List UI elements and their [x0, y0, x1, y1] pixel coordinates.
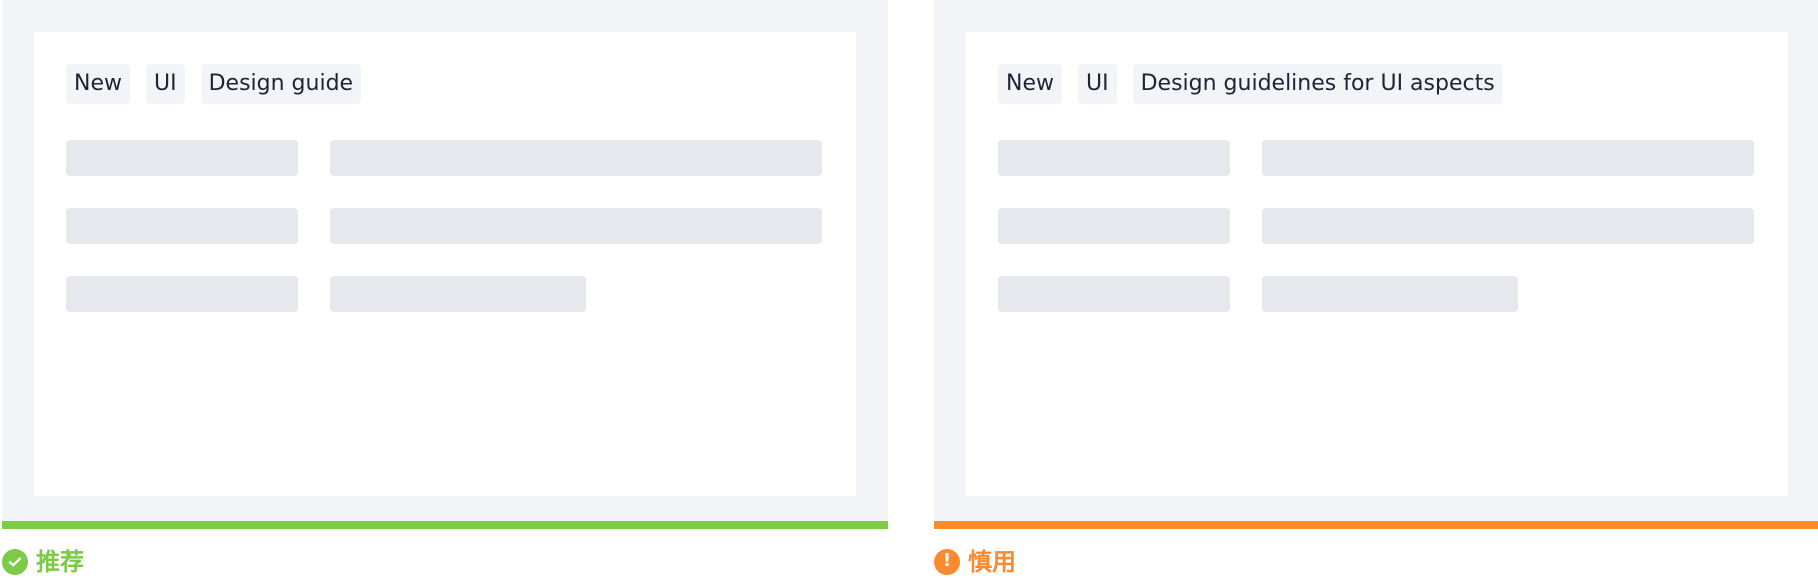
skeleton-value-placeholder — [1262, 208, 1754, 244]
tag-design-guide[interactable]: Design guide — [200, 64, 362, 104]
recommended-verdict: 推荐 — [2, 547, 84, 577]
skeleton-label-placeholder — [998, 276, 1230, 312]
recommended-label: 推荐 — [36, 548, 84, 576]
skeleton-label-placeholder — [998, 208, 1230, 244]
check-circle-icon — [2, 549, 28, 575]
tag-design-guidelines[interactable]: Design guidelines for UI aspects — [1132, 64, 1503, 104]
caution-example: New UI Design guidelines for UI aspects … — [934, 0, 1818, 578]
tag-ui[interactable]: UI — [146, 64, 185, 104]
caution-status-bar — [934, 521, 1818, 529]
skeleton-label-placeholder — [998, 140, 1230, 176]
tag-new[interactable]: New — [998, 64, 1062, 104]
caution-card: New UI Design guidelines for UI aspects — [966, 32, 1788, 496]
recommended-example: New UI Design guide 推荐 — [2, 0, 888, 578]
recommended-status-bar — [2, 521, 888, 529]
skeleton-value-placeholder — [330, 140, 822, 176]
tag-ui[interactable]: UI — [1078, 64, 1117, 104]
caution-tag-row: New UI Design guidelines for UI aspects — [998, 64, 1503, 104]
skeleton-value-placeholder — [1262, 140, 1754, 176]
recommended-frame: New UI Design guide — [2, 0, 888, 521]
tag-new[interactable]: New — [66, 64, 130, 104]
skeleton-short-value-placeholder — [330, 276, 586, 312]
skeleton-short-value-placeholder — [1262, 276, 1518, 312]
caution-frame: New UI Design guidelines for UI aspects — [934, 0, 1818, 521]
skeleton-label-placeholder — [66, 140, 298, 176]
recommended-tag-row: New UI Design guide — [66, 64, 362, 104]
recommended-card: New UI Design guide — [34, 32, 856, 496]
caution-verdict: ! 慎用 — [934, 547, 1016, 577]
skeleton-label-placeholder — [66, 276, 298, 312]
caution-label: 慎用 — [968, 548, 1016, 576]
skeleton-label-placeholder — [66, 208, 298, 244]
skeleton-value-placeholder — [330, 208, 822, 244]
exclamation-circle-icon: ! — [934, 549, 960, 575]
